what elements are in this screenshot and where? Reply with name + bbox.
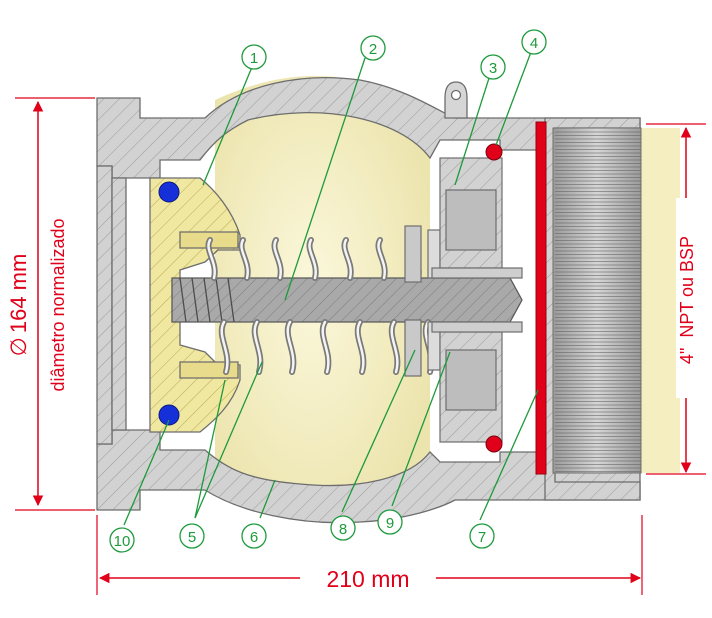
dimension-thread: [646, 123, 706, 475]
callout-4: 4: [521, 29, 547, 55]
stem: [171, 277, 523, 323]
o-ring-red: [485, 435, 503, 453]
callout-number: 8: [339, 521, 347, 538]
callout-number: 5: [188, 529, 196, 546]
callout-number: 6: [250, 529, 258, 546]
o-ring-blue: [158, 181, 180, 203]
callout-number: 4: [530, 35, 538, 52]
callout-7: 7: [469, 523, 495, 549]
dimension-diameter: [15, 97, 95, 511]
callout-number: 3: [489, 60, 497, 77]
internal-threads: [552, 127, 642, 474]
thread-spec-label: 4" NPT ou BSP: [677, 236, 697, 364]
lifting-lug: [444, 81, 468, 119]
callout-number: 2: [369, 41, 377, 58]
diameter-label: ∅164 mm: [6, 254, 31, 357]
callout-number: 7: [478, 529, 486, 546]
callout-10: 10: [109, 527, 135, 553]
callout-6: 6: [241, 523, 267, 549]
callout-1: 1: [241, 44, 267, 70]
dimension-length: [96, 515, 643, 595]
bearing-housing: [431, 157, 523, 443]
callout-number: 10: [114, 533, 131, 550]
outlet-bore: [640, 128, 680, 473]
o-ring-blue: [158, 404, 180, 426]
callout-number: 1: [250, 50, 258, 67]
diameter-note: diâmetro normalizado: [48, 218, 68, 391]
piston: [149, 177, 241, 433]
callout-2: 2: [360, 35, 386, 61]
callout-5: 5: [179, 523, 205, 549]
callout-9: 9: [377, 509, 403, 535]
callout-number: 9: [386, 515, 394, 532]
callout-3: 3: [480, 54, 506, 80]
length-label: 210 mm: [326, 566, 409, 592]
callout-leaders: [123, 51, 539, 526]
o-ring-red: [485, 143, 503, 161]
callout-8: 8: [330, 515, 356, 541]
gasket: [535, 121, 547, 475]
